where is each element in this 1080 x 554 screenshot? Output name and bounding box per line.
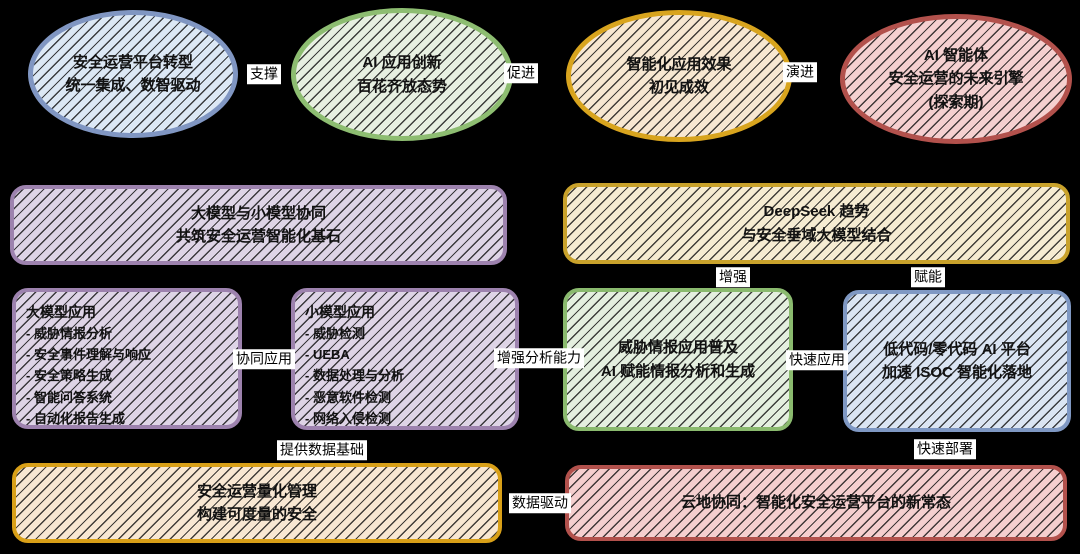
arrow-label-evolve: 演进 xyxy=(783,62,817,82)
arrow-label-rapid-app: 快速应用 xyxy=(786,350,848,370)
list-item: - UEBA xyxy=(305,347,350,363)
box-line: AI 赋能情报分析和生成 xyxy=(600,362,756,380)
list-item: - 威胁检测 xyxy=(305,326,365,342)
box-line: 威胁情报应用普及 xyxy=(617,339,738,357)
box-threat-intel: 威胁情报应用普及 AI 赋能情报分析和生成 xyxy=(563,288,793,431)
arrow-label-enhance: 增强 xyxy=(716,267,750,287)
arrow-label-support: 支撑 xyxy=(247,64,281,84)
list-item: - 恶意软件检测 xyxy=(305,389,391,405)
box-title: 大模型应用 xyxy=(26,304,96,320)
arrow-label-synergy-app: 协同应用 xyxy=(233,349,295,369)
stage-line: AI 智能体 xyxy=(923,47,989,65)
box-line: 构建可度量的安全 xyxy=(196,506,317,523)
stage-line: 安全运营的未来引擎 xyxy=(888,70,1024,88)
box-quant-management: 安全运营量化管理 构建可度量的安全 xyxy=(12,463,502,543)
arrow-label-empower: 赋能 xyxy=(911,267,945,287)
box-title: 小模型应用 xyxy=(305,304,375,320)
arrow-label-data-foundation: 提供数据基础 xyxy=(277,440,367,460)
list-item: - 网络入侵检测 xyxy=(305,410,391,426)
arrow-label-enhance-analysis: 增强分析能力 xyxy=(494,348,584,368)
box-deepseek-trend: DeepSeek 趋势 与安全垂域大模型结合 xyxy=(563,183,1070,264)
box-line: 与安全垂域大模型结合 xyxy=(741,226,892,244)
list-item: - 威胁情报分析 xyxy=(26,326,112,342)
box-line: DeepSeek 趋势 xyxy=(763,203,870,221)
list-item: - 安全策略生成 xyxy=(26,368,112,384)
stage-line: AI 应用创新 xyxy=(362,54,442,72)
stage-ellipse-intelligent-effect: 智能化应用效果 初见成效 xyxy=(566,10,792,142)
list-item: - 安全事件理解与响应 xyxy=(26,347,151,363)
stage-line: 初见成效 xyxy=(648,79,709,96)
stage-line: 安全运营平台转型 xyxy=(72,53,193,71)
stage-ellipse-ai-innovation: AI 应用创新 百花齐放态势 xyxy=(291,8,513,141)
box-model-synergy: 大模型与小模型协同 共筑安全运营智能化基石 xyxy=(10,185,507,265)
box-line: 低代码/零代码 AI 平台 xyxy=(883,340,1031,358)
arrow-label-rapid-deploy: 快速部署 xyxy=(914,439,976,459)
box-line: 加速 ISOC 智能化落地 xyxy=(881,364,1032,381)
list-item: - 智能问答系统 xyxy=(26,389,112,405)
box-large-model-apps: 大模型应用 - 威胁情报分析 - 安全事件理解与响应 - 安全策略生成 - 智能… xyxy=(12,288,242,429)
stage-line: 统一集成、数智驱动 xyxy=(65,77,201,94)
box-cloud-synergy: 云地协同：智能化安全运营平台的新常态 xyxy=(565,465,1067,541)
box-small-model-apps: 小模型应用 - 威胁检测 - UEBA - 数据处理与分析 - 恶意软件检测 -… xyxy=(291,288,519,430)
list-item: - 数据处理与分析 xyxy=(305,368,404,384)
box-line: 共筑安全运营智能化基石 xyxy=(175,228,341,245)
stage-line: 智能化应用效果 xyxy=(626,55,732,73)
stage-line: 百花齐放态势 xyxy=(356,77,447,95)
box-line: 云地协同：智能化安全运营平台的新常态 xyxy=(680,494,951,512)
box-line: 安全运营量化管理 xyxy=(196,482,317,500)
box-low-code-platform: 低代码/零代码 AI 平台 加速 ISOC 智能化落地 xyxy=(843,290,1071,432)
box-line: 大模型与小模型协同 xyxy=(190,204,326,222)
stage-ellipse-platform-transform: 安全运营平台转型 统一集成、数智驱动 xyxy=(28,10,238,138)
stage-line: (探索期) xyxy=(928,93,984,111)
list-item: - 自动化报告生成 xyxy=(26,410,125,426)
stage-ellipse-ai-agent: AI 智能体 安全运营的未来引擎 (探索期) xyxy=(840,14,1072,144)
arrow-label-promote: 促进 xyxy=(504,63,538,83)
arrow-label-data-driven: 数据驱动 xyxy=(509,493,571,513)
